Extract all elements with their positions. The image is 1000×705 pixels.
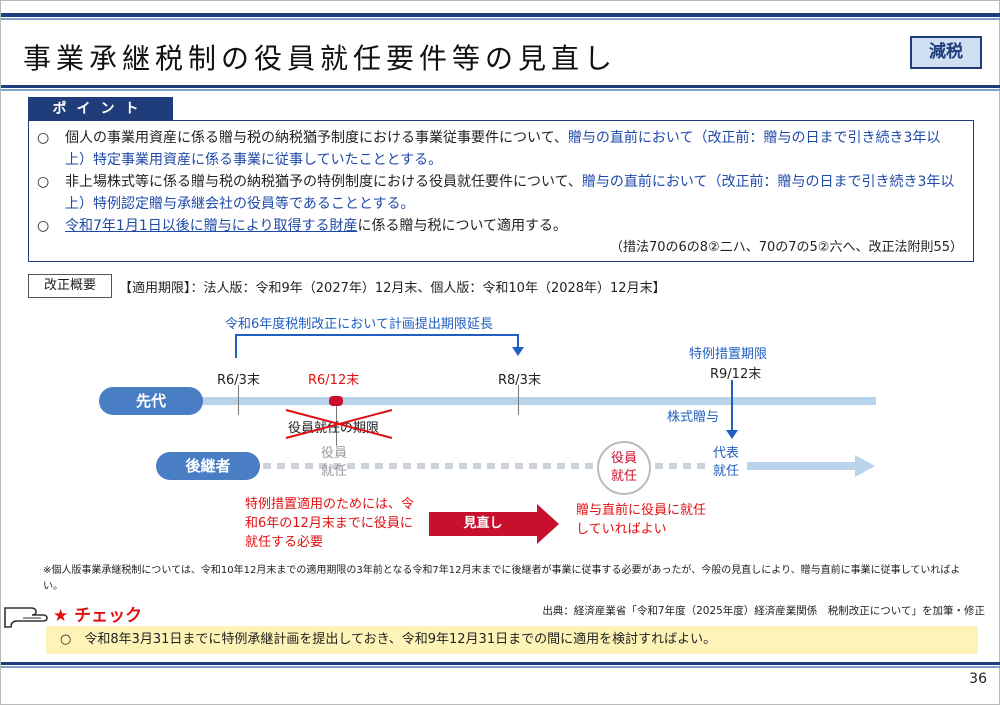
source-credit: 出典：経済産業省「令和7年度（2025年度）経済産業関係 税制改正について」を加… xyxy=(542,605,985,617)
point-tab: ポイント xyxy=(28,97,173,121)
successor-arrow-bar xyxy=(747,462,857,470)
tick-r6-12 xyxy=(336,406,337,446)
pointing-hand-icon xyxy=(4,607,48,628)
check-label: ★ チェック xyxy=(53,606,143,626)
date-r8-3: R8/3末 xyxy=(498,373,541,388)
extension-bracket xyxy=(235,334,519,336)
page-title: 事業承継税制の役員就任要件等の見直し xyxy=(23,42,618,75)
application-period: 【適用期限】：法人版：令和9年（2027年）12月末、個人版：令和10年（202… xyxy=(119,281,666,296)
footnote: ※個人版事業承継税制については、令和10年12月末までの適用期限の3年前となる令… xyxy=(43,565,961,592)
representative-label: 代表 就任 xyxy=(713,446,740,479)
extension-bracket-left xyxy=(235,334,237,358)
point-box: ○ 個人の事業用資産に係る贈与税の納税猶予制度における事業従事要件について、贈与… xyxy=(28,120,974,262)
right-note: 贈与直前に役員に就任していればよい xyxy=(576,503,707,537)
left-note: 特例措置適用のためには、令和6年の12月末までに役員に就任する必要 xyxy=(245,497,415,550)
extension-bracket-right xyxy=(517,334,519,348)
check-note: ○ 令和8年3月31日までに特例承継計画を提出しておき、令和9年12月31日まで… xyxy=(46,626,978,654)
arrow-right-icon xyxy=(855,455,875,477)
circle-bullet-icon: ○ xyxy=(37,174,50,190)
point-item-highlight: 贈与の直前において（改正前：贈与の日まで引き続き3年以上）特例認定贈与承継会社の… xyxy=(65,174,955,212)
top-rule xyxy=(1,13,1000,17)
title-rule-thin xyxy=(1,89,1000,91)
deadline-marker xyxy=(329,396,343,406)
predecessor-timeline-bar xyxy=(116,397,876,405)
predecessor-pill: 先代 xyxy=(99,387,203,415)
point-item-2: ○ 非上場株式等に係る贈与税の納税猶予の特例制度における役員就任要件について、贈… xyxy=(37,171,959,215)
successor-pill: 後継者 xyxy=(156,452,260,480)
arrow-down-icon xyxy=(512,347,524,356)
page-number: 36 xyxy=(969,671,987,687)
point-item-highlight: 令和7年1月1日以後に贈与により取得する財産 xyxy=(65,218,358,234)
title-rule xyxy=(1,85,1000,88)
point-item-1: ○ 個人の事業用資産に係る贈与税の納税猶予制度における事業従事要件について、贈与… xyxy=(37,127,959,171)
extension-label: 令和6年度税制改正において計画提出期限延長 xyxy=(225,317,493,332)
arrow-right-icon xyxy=(537,504,559,544)
point-item-text: に係る贈与税について適用する。 xyxy=(357,218,568,234)
strikethrough-x-icon xyxy=(285,409,393,439)
point-item-3: ○ 令和7年1月1日以後に贈与により取得する財産に係る贈与税について適用する。 xyxy=(37,215,959,237)
tick-r8-3 xyxy=(518,385,519,415)
date-r6-3: R6/3末 xyxy=(217,373,260,388)
overview-label: 改正概要 xyxy=(28,274,112,298)
top-rule-thin xyxy=(1,18,1000,20)
successor-dashed-line xyxy=(263,463,593,469)
date-r9-12: R9/12末 xyxy=(710,367,762,382)
revision-arrow: 見直し xyxy=(429,512,537,536)
officer-circle: 役員 就任 xyxy=(597,441,651,495)
special-period-label: 特例措置期限 xyxy=(689,347,768,362)
tick-r6-3 xyxy=(238,385,239,415)
circle-bullet-icon: ○ xyxy=(37,218,50,234)
arrow-down-icon xyxy=(726,430,738,439)
successor-dashed-line xyxy=(655,463,707,469)
bottom-rule-thin xyxy=(1,666,1000,668)
stock-gift-label: 株式贈与 xyxy=(667,410,720,425)
point-item-highlight: 贈与の直前において（改正前：贈与の日まで引き続き3年以上）特定事業用資産に係る事… xyxy=(65,130,941,168)
bottom-rule xyxy=(1,662,1000,665)
officer-before-label: 役員 就任 xyxy=(321,446,348,479)
point-item-text: 非上場株式等に係る贈与税の納税猶予の特例制度における役員就任要件について、 xyxy=(65,174,582,190)
statute-reference: （措法70の6の8②二ハ、70の7の5②六へ、改正法附則55） xyxy=(609,240,963,255)
stock-gift-line xyxy=(731,380,733,432)
circle-bullet-icon: ○ xyxy=(37,130,50,146)
point-item-text: 個人の事業用資産に係る贈与税の納税猶予制度における事業従事要件について、 xyxy=(65,130,568,146)
date-r6-12: R6/12末 xyxy=(308,373,360,388)
tax-cut-badge: 減税 xyxy=(910,36,982,69)
